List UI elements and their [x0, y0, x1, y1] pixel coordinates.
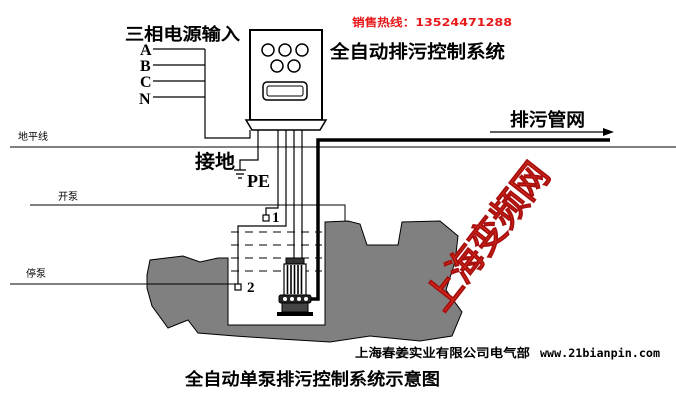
phase-n-label: N — [139, 91, 151, 108]
phase-a-label: A — [140, 42, 152, 59]
system-title: 全自动排污控制系统 — [329, 41, 505, 63]
control-cabinet-icon — [244, 29, 328, 131]
website-url: www.21bianpin.com — [540, 346, 660, 360]
level-sensor-2 — [234, 283, 242, 291]
cabinet-button — [270, 59, 284, 73]
terrain-pit — [146, 220, 463, 343]
sensor-1-wire — [265, 130, 279, 215]
water-levels — [231, 231, 322, 272]
pump-start-level-line — [30, 204, 346, 221]
sensor-2-label: 2 — [247, 280, 255, 296]
sales-hotline: 销售热线：13524471288 — [352, 15, 512, 29]
discharge-pipe — [308, 138, 610, 301]
sewage-network-label: 排污管网 — [510, 109, 585, 131]
power-bus-wires — [153, 48, 251, 139]
ground-line-label: 地平线 — [18, 130, 48, 143]
cabinet-button — [287, 59, 301, 73]
pe-wire — [239, 130, 259, 170]
sensor-1-label: 1 — [272, 210, 280, 226]
power-feed-wire — [204, 49, 251, 139]
arrow-right-icon — [490, 128, 614, 136]
pump-start-label: 开泵 — [58, 191, 78, 203]
sensor-2-wire — [237, 130, 287, 284]
pump-icon — [277, 257, 313, 316]
company-name: 上海春姜实业有限公司电气部 — [355, 345, 530, 360]
cabinet-button — [261, 43, 275, 57]
pump-stop-label: 停泵 — [26, 267, 46, 280]
ground-icon — [234, 169, 246, 179]
phase-b-label: B — [140, 58, 151, 75]
pe-label: PE — [247, 171, 270, 191]
cabinet-button — [278, 43, 292, 57]
power-input-label: 三相电源输入 — [125, 24, 240, 45]
diagram-caption: 全自动单泵排污控制系统示意图 — [184, 369, 440, 390]
level-sensor-1 — [262, 214, 270, 222]
cabinet-display-screen — [266, 85, 304, 97]
earth-label: 接地 — [195, 150, 235, 173]
cabinet-base — [244, 119, 328, 131]
phase-c-label: C — [140, 74, 152, 91]
cabinet-button — [295, 43, 309, 57]
